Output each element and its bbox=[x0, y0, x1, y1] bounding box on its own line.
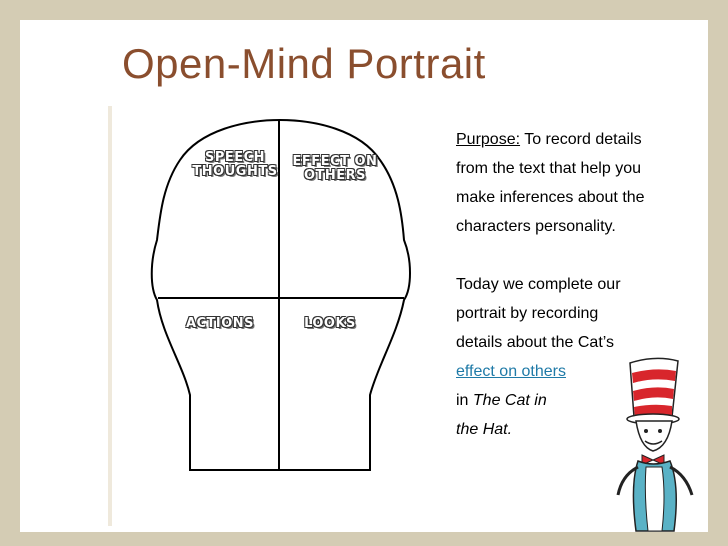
cat-in-the-hat-illustration bbox=[616, 357, 694, 532]
title-accent-rule bbox=[108, 106, 112, 526]
effect-on-others-highlight: effect on others bbox=[456, 363, 566, 380]
slide-body-text: Purpose: To record details from the text… bbox=[456, 125, 706, 444]
purpose-line-2: from the text that help you bbox=[456, 160, 641, 177]
today-line-2: portrait by recording bbox=[456, 305, 599, 322]
purpose-line-1: Purpose: To record details bbox=[456, 125, 706, 154]
today-line-6: the Hat. bbox=[456, 415, 706, 444]
slide-frame-right bbox=[708, 20, 728, 532]
slide-frame-top bbox=[0, 0, 728, 20]
today-line-5: in The Cat in bbox=[456, 386, 706, 415]
today-line-3: details about the Cat’s bbox=[456, 334, 615, 351]
today-line-5-prefix: in bbox=[456, 392, 473, 409]
purpose-line-4: characters personality. bbox=[456, 218, 616, 235]
quadrant-label-looks: LOOKS bbox=[304, 316, 356, 331]
purpose-label: Purpose: bbox=[456, 131, 521, 148]
book-title-part-1: The Cat in bbox=[472, 392, 547, 409]
quadrant-label-speech: SPEECH bbox=[204, 150, 266, 165]
slide-frame-bottom bbox=[0, 532, 728, 546]
purpose-text-1: To record details bbox=[520, 131, 642, 148]
quadrant-label-others: OTHERS bbox=[303, 168, 367, 183]
quadrant-label-speech-thoughts: SPEECH THOUGHTS bbox=[185, 151, 285, 179]
quadrant-label-actions: ACTIONS bbox=[185, 316, 255, 331]
book-title-part-2: the Hat. bbox=[456, 421, 513, 438]
paragraph-spacer bbox=[456, 241, 706, 270]
today-line-1: Today we complete our bbox=[456, 276, 621, 293]
slide-frame-left bbox=[0, 20, 20, 532]
purpose-line-3: make inferences about the bbox=[456, 189, 645, 206]
quadrant-label-thoughts: THOUGHTS bbox=[192, 164, 278, 179]
quadrant-label-effect-on-others: EFFECT ON OTHERS bbox=[285, 155, 385, 183]
quadrant-label-effect-on: EFFECT ON bbox=[292, 154, 378, 169]
slide-title: Open-Mind Portrait bbox=[122, 40, 486, 87]
today-line-4: effect on others bbox=[456, 357, 706, 386]
